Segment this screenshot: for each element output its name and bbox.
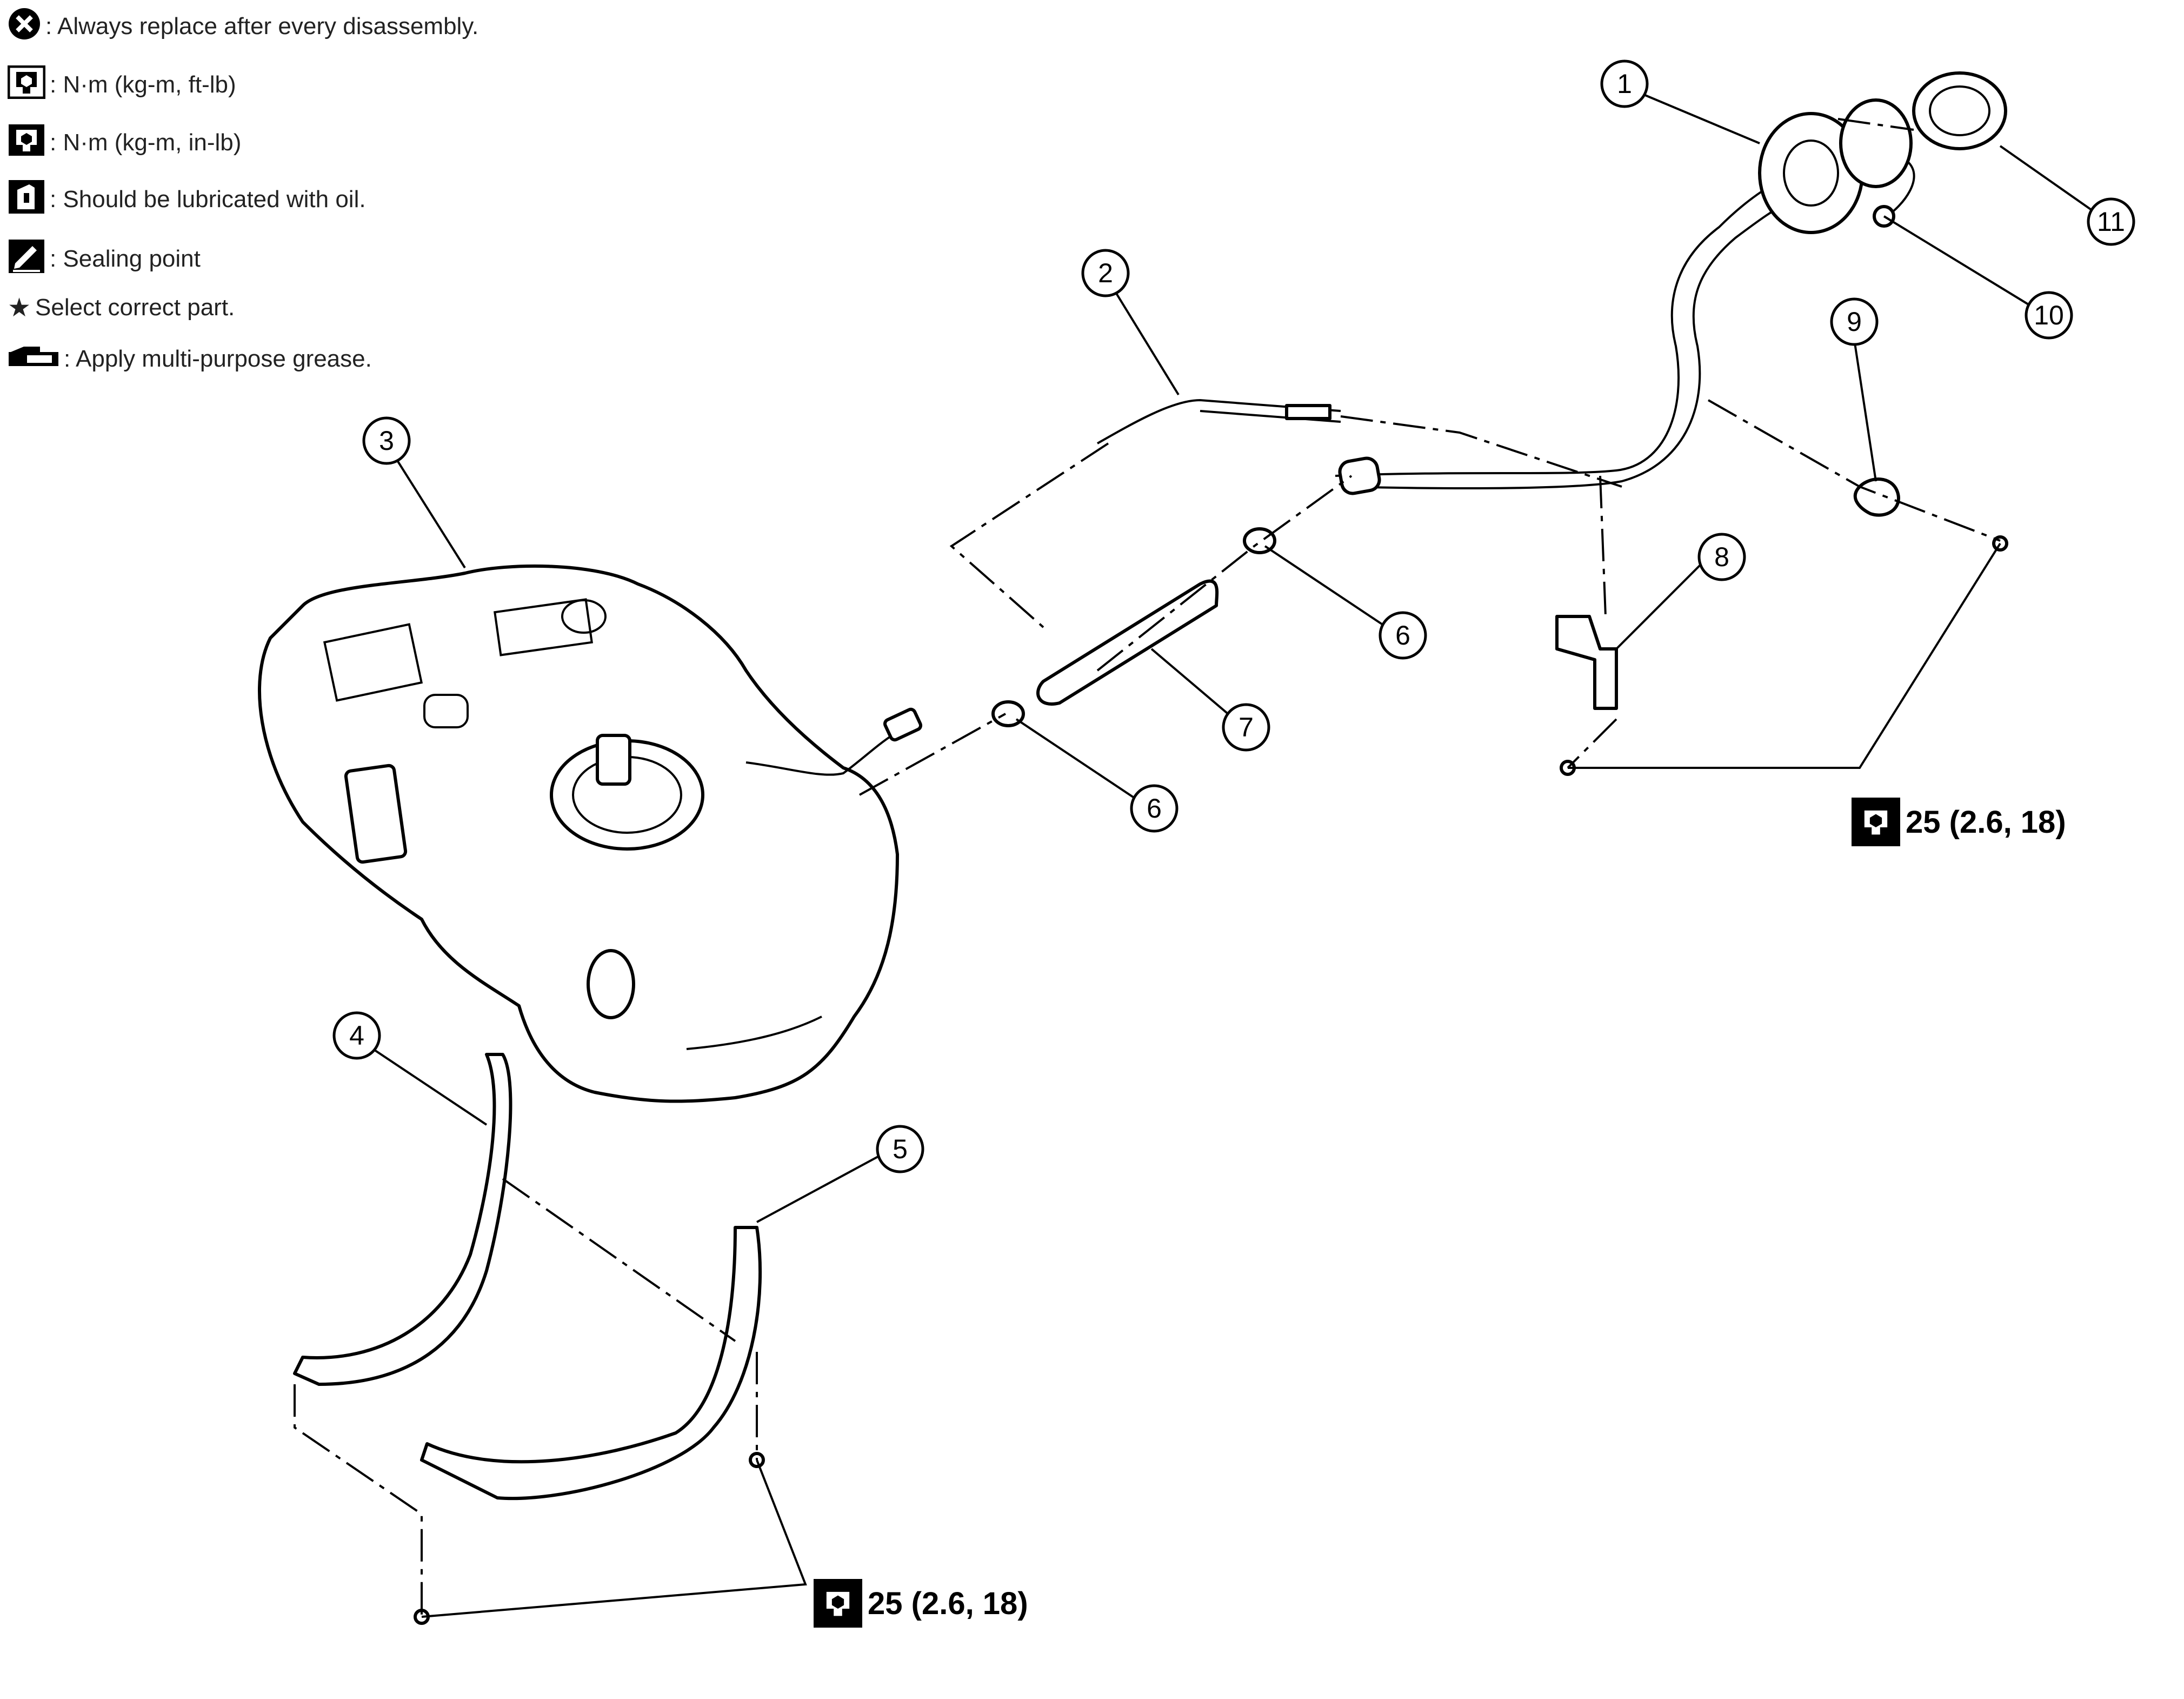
torque-wrench-ftlb-icon <box>1852 798 1900 846</box>
torque-wrench-inlb-icon <box>8 123 45 163</box>
hose-clip <box>1853 477 1900 517</box>
legend-item-torque-inlb: : N·m (kg-m, in-lb) <box>8 124 241 162</box>
svg-text:5: 5 <box>893 1134 908 1164</box>
fuel-tank <box>258 564 923 1103</box>
hose-clamp-lower <box>991 700 1025 727</box>
cap-gasket <box>1839 98 1913 188</box>
legend-text: : Always replace after every disassembly… <box>45 13 479 39</box>
svg-text:6: 6 <box>1147 793 1162 824</box>
legend-text: : Should be lubricated with oil. <box>50 186 366 213</box>
legend-item-grease: : Apply multi-purpose grease. <box>8 340 372 378</box>
torque-wrench-ftlb-icon <box>814 1579 862 1628</box>
callout-2: 2 <box>1081 249 1130 297</box>
legend-item-oil: : Should be lubricated with oil. <box>8 179 366 221</box>
svg-text:8: 8 <box>1714 542 1729 572</box>
svg-text:3: 3 <box>379 426 394 456</box>
legend-text: Select correct part. <box>35 294 235 321</box>
svg-text:9: 9 <box>1847 307 1862 337</box>
callout-7: 7 <box>1222 703 1270 752</box>
legend-text: : N·m (kg-m, in-lb) <box>50 129 242 156</box>
callouts: 1 2 3 4 5 6 6 7 8 9 10 11 <box>332 59 2135 1173</box>
legend-item-select-part: ★ Select correct part. <box>8 289 235 327</box>
filler-hose <box>1036 579 1219 706</box>
torque-spec-strap: 25 (2.6, 18) <box>814 1579 1028 1628</box>
svg-text:1: 1 <box>1617 69 1632 99</box>
tank-strap-right <box>420 1226 762 1501</box>
torque-value: 25 (2.6, 18) <box>1906 804 2066 840</box>
grease-icon <box>8 344 59 374</box>
legend-item-replace: : Always replace after every disassembly… <box>8 8 478 45</box>
legend-item-torque-ftlb: : N·m (kg-m, ft-lb) <box>7 65 236 105</box>
callout-8: 8 <box>1697 533 1746 581</box>
tank-strap-left <box>293 1053 512 1386</box>
callout-9: 9 <box>1830 297 1879 346</box>
oil-can-icon <box>8 179 45 221</box>
torque-leaders <box>421 542 2001 1618</box>
torque-wrench-ftlb-icon <box>7 65 46 105</box>
legend-text: : N·m (kg-m, ft-lb) <box>50 71 236 98</box>
callout-5: 5 <box>876 1125 924 1173</box>
svg-text:10: 10 <box>2034 300 2064 330</box>
vent-tube <box>1097 399 1341 444</box>
callout-leaders <box>356 85 2109 1223</box>
legend-item-sealant: : Sealing point <box>8 238 201 280</box>
svg-text:4: 4 <box>349 1020 364 1051</box>
legend-text: : Sealing point <box>50 245 201 272</box>
star-icon: ★ <box>8 294 31 322</box>
callout-11: 11 <box>2087 197 2135 246</box>
callout-4: 4 <box>332 1011 381 1060</box>
callout-10: 10 <box>2025 291 2073 340</box>
callout-6-upper: 6 <box>1379 611 1427 660</box>
replace-icon <box>8 7 41 47</box>
filler-cap <box>1912 71 2007 150</box>
filler-tube-bracket <box>1555 615 1618 710</box>
sealant-icon <box>8 238 45 280</box>
svg-text:2: 2 <box>1098 258 1113 288</box>
alignment-lines <box>294 118 2001 1617</box>
svg-text:7: 7 <box>1239 712 1254 742</box>
svg-text:6: 6 <box>1395 620 1410 651</box>
callout-3: 3 <box>362 416 411 465</box>
callout-6-lower: 6 <box>1130 784 1178 833</box>
legend-text: : Apply multi-purpose grease. <box>64 346 372 372</box>
torque-spec-filler: 25 (2.6, 18) <box>1852 798 2066 846</box>
torque-value: 25 (2.6, 18) <box>868 1585 1028 1621</box>
filler-tube <box>1335 112 1864 495</box>
svg-text:11: 11 <box>2097 207 2125 237</box>
callout-1: 1 <box>1600 59 1649 108</box>
